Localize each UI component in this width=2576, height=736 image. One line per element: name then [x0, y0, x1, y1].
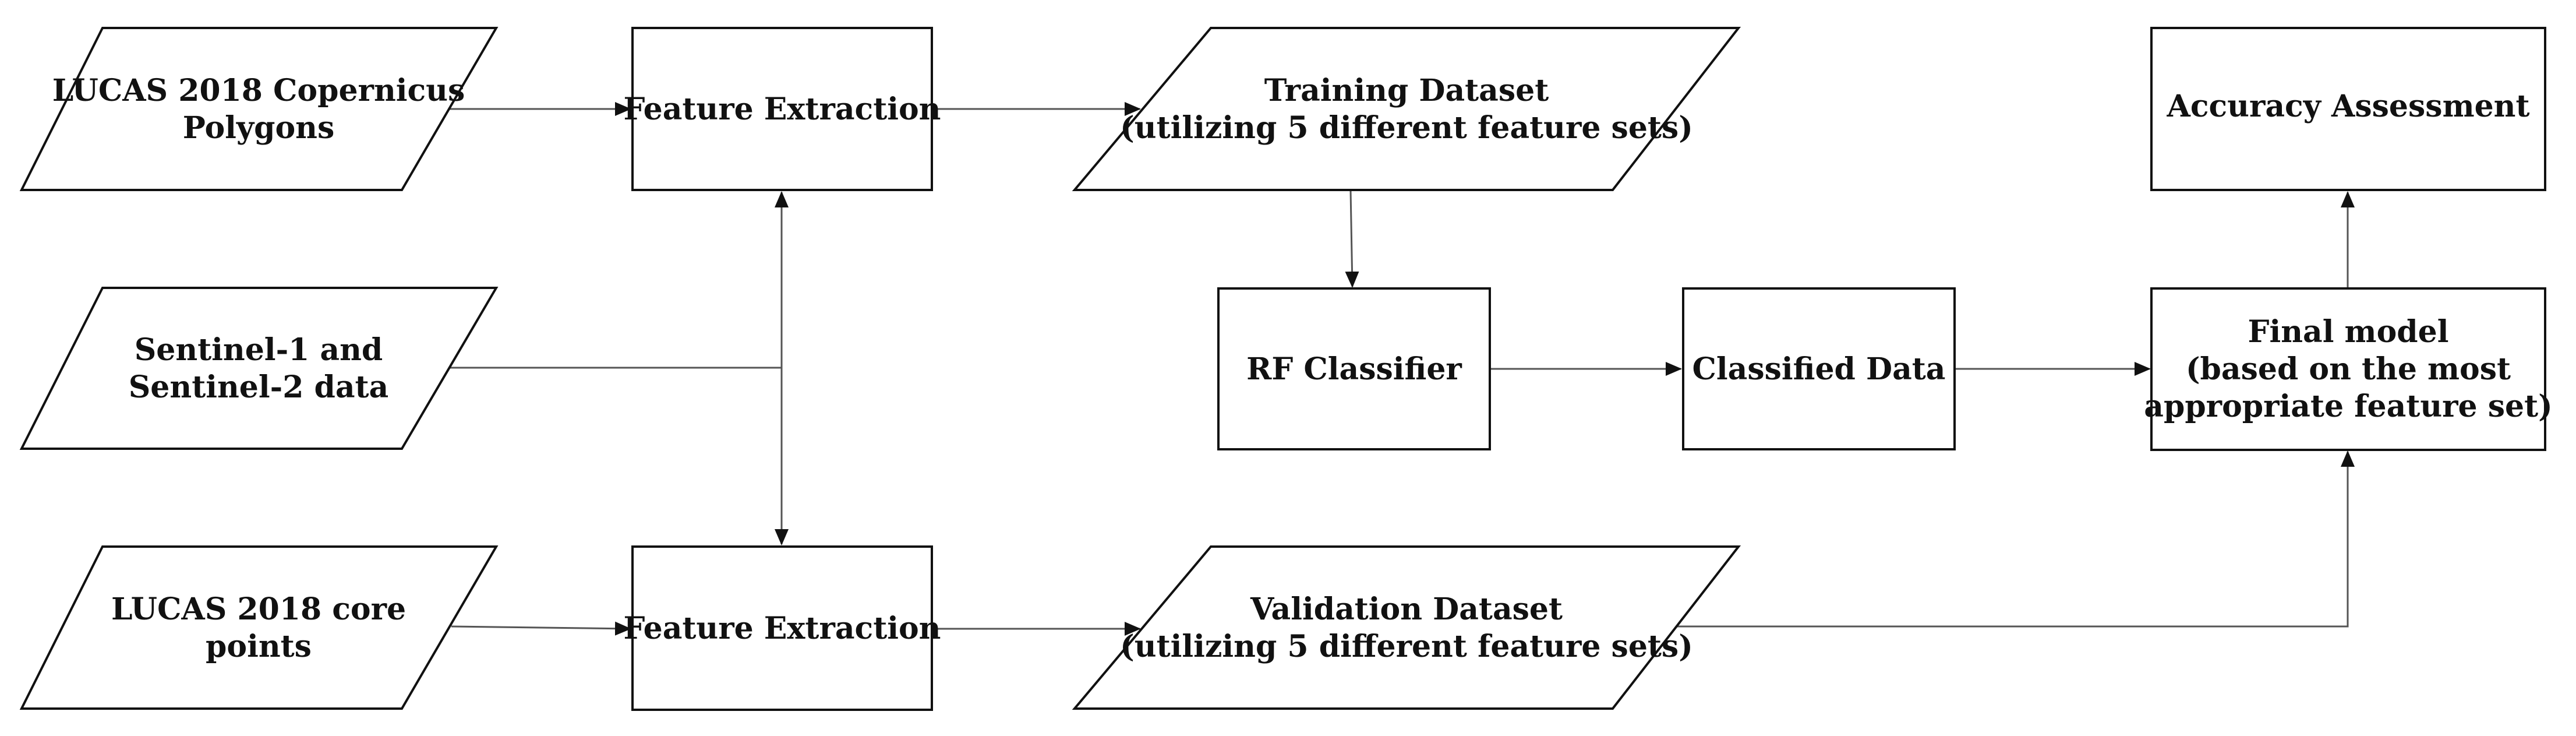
node-label-line: Feature Extraction [624, 611, 941, 646]
node-text: Feature Extraction [624, 91, 941, 127]
node-label-line: RF Classifier [1246, 351, 1462, 387]
node-label-line: (based on the most [2186, 351, 2511, 387]
node-feature-extraction-top: Feature Extraction [624, 27, 941, 191]
node-label-line: points [206, 629, 312, 664]
edge-points-to-feature-extraction-bottom [451, 621, 631, 636]
edge-training-to-rf-classifier [1345, 190, 1359, 288]
edge-validation-to-final-model [1657, 450, 2355, 628]
node-label-line: Classified Data [1692, 351, 1946, 387]
node-label-line: LUCAS 2018 core [111, 591, 406, 627]
node-training-dataset: Training Dataset(utilizing 5 different f… [1072, 27, 1741, 191]
node-label-line: Sentinel-1 and [135, 332, 383, 368]
node-label-line: LUCAS 2018 Copernicus [52, 73, 465, 108]
node-label-line: (utilizing 5 different feature sets) [1120, 629, 1693, 664]
node-label-line: Final model [2248, 314, 2449, 350]
node-text: Classified Data [1692, 351, 1946, 387]
node-label-line: (utilizing 5 different feature sets) [1120, 110, 1693, 146]
node-feature-extraction-bottom: Feature Extraction [624, 545, 941, 711]
node-text: Feature Extraction [624, 611, 941, 646]
node-text: Training Dataset(utilizing 5 different f… [1120, 73, 1693, 146]
node-validation-dataset: Validation Dataset(utilizing 5 different… [1072, 545, 1741, 710]
edges [448, 102, 2355, 636]
node-label-line: Feature Extraction [624, 91, 941, 127]
node-text: RF Classifier [1246, 351, 1462, 387]
node-label-line: Validation Dataset [1250, 591, 1563, 627]
node-label-line: Training Dataset [1264, 73, 1549, 108]
node-text: Validation Dataset(utilizing 5 different… [1120, 591, 1693, 664]
node-label-line: Polygons [183, 110, 334, 146]
node-label-line: Sentinel-2 data [129, 369, 389, 405]
node-label-line: appropriate feature set) [2144, 389, 2552, 424]
node-rf-classifier: RF Classifier [1217, 287, 1491, 450]
node-classified-data: Classified Data [1682, 287, 1956, 450]
node-label-line: Accuracy Assessment [2166, 89, 2529, 124]
node-text: Accuracy Assessment [2166, 89, 2529, 124]
node-accuracy-assessment: Accuracy Assessment [2150, 27, 2546, 191]
